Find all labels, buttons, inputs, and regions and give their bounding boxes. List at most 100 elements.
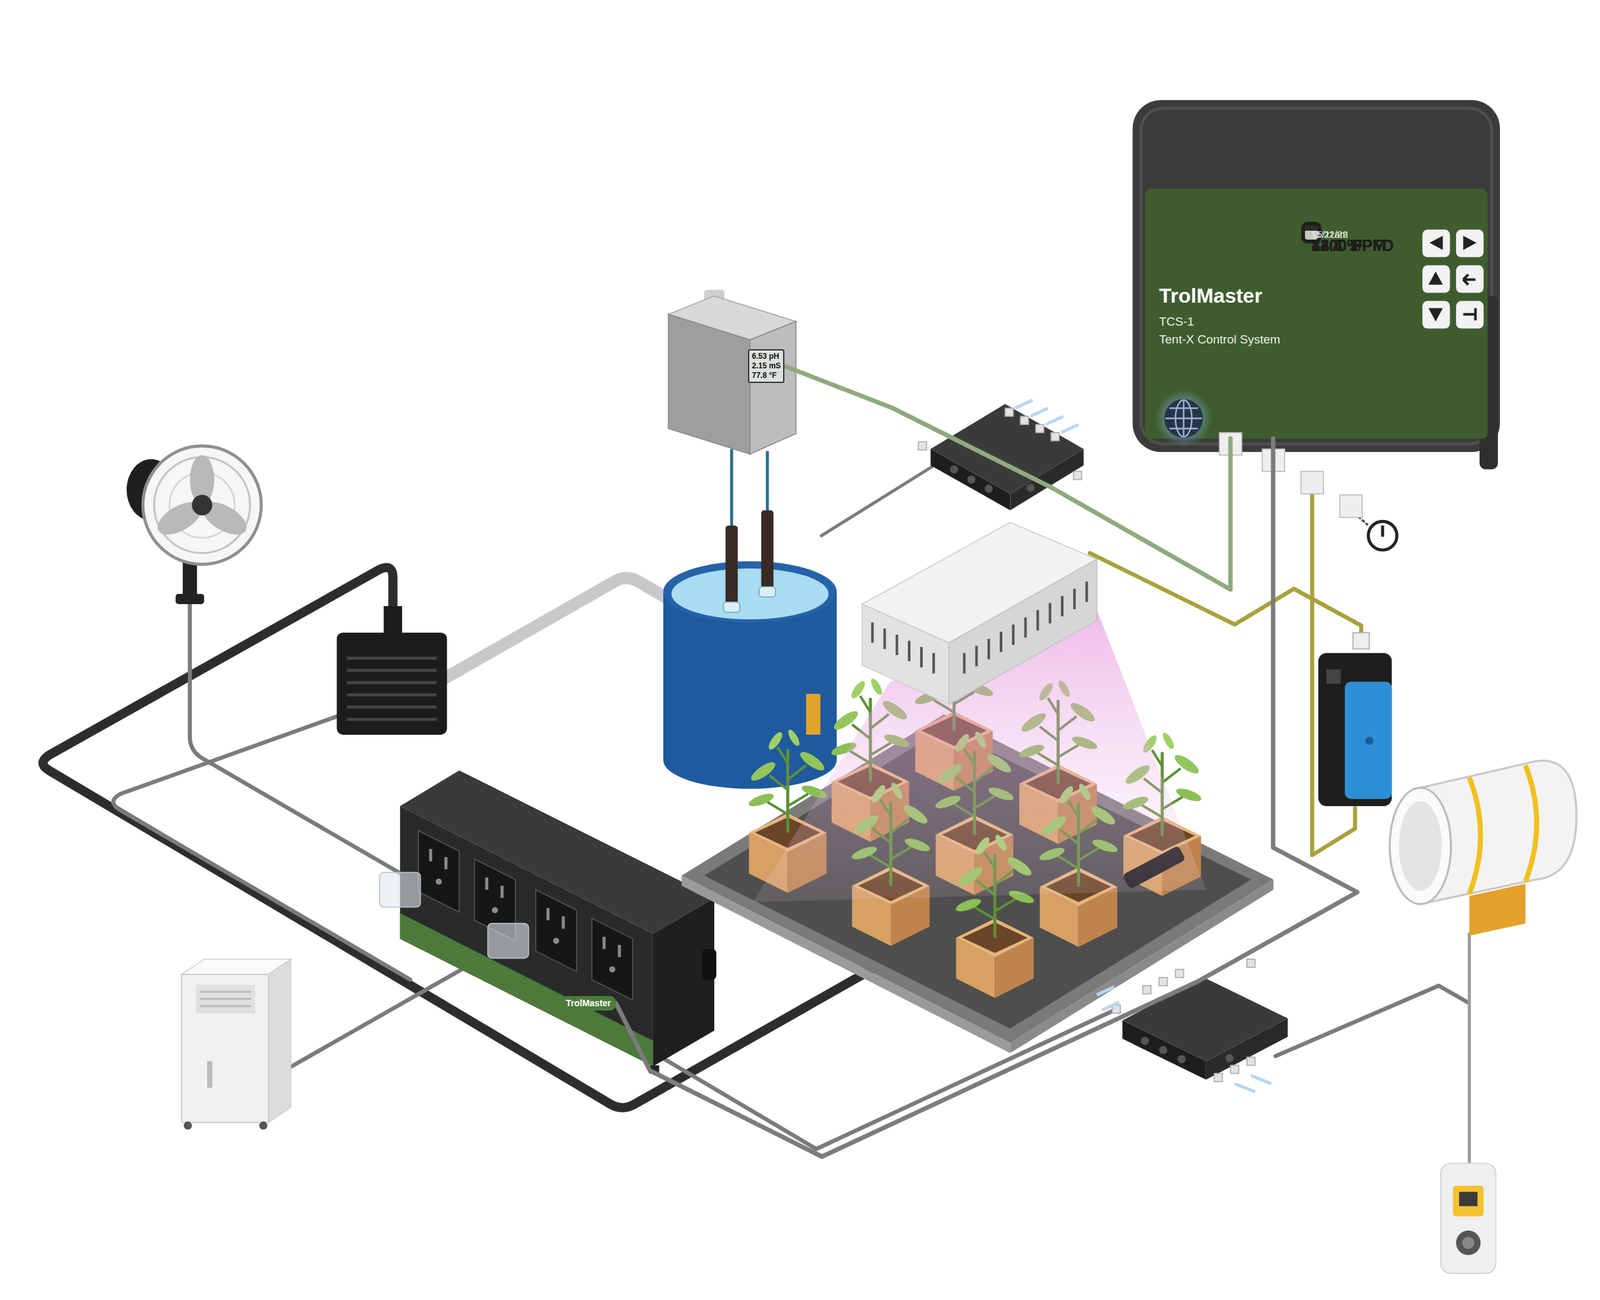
outlet-controller-box-part xyxy=(609,965,616,973)
controller-housing-part xyxy=(1428,308,1443,322)
outlet-controller-box-part xyxy=(435,878,443,886)
water-pump-part xyxy=(347,658,438,720)
sensor-hub-part xyxy=(930,449,1010,511)
power-hub-part xyxy=(1159,1045,1168,1054)
water-pump xyxy=(337,605,448,735)
dehumidifier xyxy=(181,958,291,1130)
water-monitor-part xyxy=(761,510,774,594)
oscillating-fan-part xyxy=(175,593,205,605)
dehumidifier-part xyxy=(183,1121,192,1130)
controller-housing-part xyxy=(1380,525,1384,538)
oscillating-fan-part xyxy=(191,495,213,516)
controller-housing-part xyxy=(1463,274,1476,285)
power-hub-part xyxy=(1177,1055,1186,1064)
inline-duct-fan-part xyxy=(1525,765,1537,882)
sensor-cable xyxy=(784,366,1231,591)
grow-light-part xyxy=(964,581,1087,674)
outlet-controller-box-part xyxy=(591,918,633,1000)
controller-housing-part xyxy=(1463,308,1476,321)
humidity-sensor-part xyxy=(1318,653,1392,807)
outlet-controller-box-part xyxy=(553,937,560,945)
outlet-controller-box-part xyxy=(535,889,577,972)
outlet-controller-box-part xyxy=(400,806,654,1067)
dehumidifier-part xyxy=(196,984,256,1014)
dehumidifier-part xyxy=(181,974,269,1123)
brand-label: TrolMaster xyxy=(565,997,612,1009)
water-monitor-part xyxy=(723,602,740,613)
outlet-controller-box-part xyxy=(418,830,460,912)
controller-housing-part xyxy=(1455,300,1484,329)
inline-duct-fan-part xyxy=(1469,777,1481,894)
outlet-controller-box-part xyxy=(653,897,715,1067)
humidity-sensor-part xyxy=(1365,736,1374,745)
controller-housing-part xyxy=(1428,271,1443,285)
cable-lines-part xyxy=(1275,985,1468,1056)
water-monitor xyxy=(668,289,796,613)
controller-housing-part xyxy=(1165,400,1203,438)
water-monitor-part xyxy=(730,449,734,529)
water-monitor-part xyxy=(749,321,796,454)
humidity-sensor-part xyxy=(1345,681,1393,800)
monitor-screen: 6.53 pH2.15 mS77.8 °F xyxy=(748,349,785,383)
screen-reading: 1400 PPFD xyxy=(1311,234,1394,257)
cable-lines-part xyxy=(289,958,480,1068)
water-monitor-part xyxy=(668,314,750,454)
outlet-controller-box-part xyxy=(400,913,654,1067)
controller-housing-part xyxy=(1175,400,1193,438)
water-monitor-part xyxy=(765,451,770,514)
oscillating-fan-part xyxy=(142,446,262,565)
water-monitor-part xyxy=(725,525,738,610)
inline-duct-fan xyxy=(1389,760,1577,937)
controller-housing-part xyxy=(1455,229,1484,257)
model-name: TCS-1 xyxy=(1159,314,1195,329)
cable-lines-part xyxy=(821,461,941,536)
fan-speed-controller-part xyxy=(1452,1185,1484,1217)
fan-speed-controller-part xyxy=(1459,1191,1478,1206)
controller-housing-part xyxy=(1429,235,1443,250)
grow-light-part xyxy=(948,558,1097,704)
sensor-hub-part xyxy=(1015,400,1079,433)
power-hub-part xyxy=(1206,1018,1288,1080)
cable-lines-part xyxy=(113,714,411,980)
fan-speed-controller-part xyxy=(1440,1162,1496,1274)
inline-duct-fan-part xyxy=(1389,787,1451,905)
cable-lines-part xyxy=(1468,933,1472,1163)
fan-speed-controller xyxy=(1440,1162,1496,1274)
power-hub-part xyxy=(1140,1036,1149,1046)
power-hub-part xyxy=(1175,969,1184,978)
screen-reading: 2.15 mS xyxy=(751,361,781,371)
water-pump-part xyxy=(337,632,448,735)
sensor-hub-part xyxy=(1020,416,1029,425)
controller-housing xyxy=(1132,100,1500,550)
outlet-controller-box-part xyxy=(379,872,421,907)
controller-housing-part xyxy=(1164,398,1204,438)
inline-duct-fan-part xyxy=(1469,883,1526,937)
controller-housing-part xyxy=(1422,265,1450,293)
outlet-controller-box-part xyxy=(488,923,529,958)
humidity-sensor-part xyxy=(1352,632,1370,650)
grow-light-part xyxy=(862,604,949,705)
cable-lines-part xyxy=(42,567,876,1109)
sensor-hub-part xyxy=(1035,424,1044,433)
brand-logo: TrolMaster xyxy=(1159,284,1263,308)
dehumidifier-part xyxy=(268,958,291,1123)
dehumidifier-part xyxy=(259,1121,268,1130)
power-hub-part xyxy=(1225,1053,1234,1063)
cable-lines-part xyxy=(439,577,674,682)
power-hub-part xyxy=(1214,1073,1223,1082)
power-hub-part xyxy=(1230,1065,1239,1074)
power-hub xyxy=(1096,958,1288,1092)
controller-housing-part xyxy=(1301,471,1324,494)
power-hub-part xyxy=(1096,986,1272,1092)
power-cable xyxy=(616,438,1358,1157)
sensor-hub-part xyxy=(1004,408,1014,417)
controller-panel: TrolMasterTCS-1Tent-X Control System11:2… xyxy=(1145,188,1488,439)
sensor-hub-part xyxy=(918,441,927,450)
controller-housing-part xyxy=(1340,495,1363,518)
water-monitor-part xyxy=(758,586,776,598)
sensor-hub-part xyxy=(984,484,993,494)
reservoir-tank-part xyxy=(806,693,821,735)
product-name: Tent-X Control System xyxy=(1159,332,1281,347)
